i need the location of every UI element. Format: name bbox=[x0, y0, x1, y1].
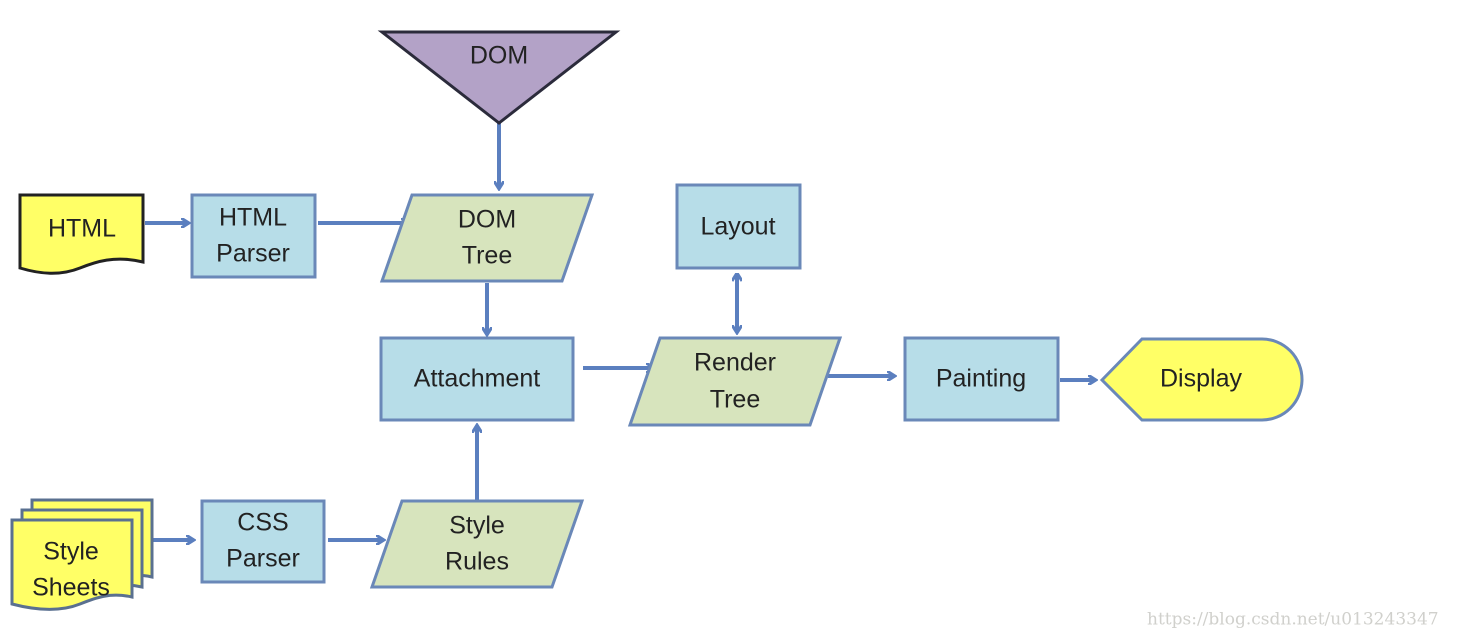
html-parser-label-2: Parser bbox=[216, 240, 290, 268]
html-parser-label-1: HTML bbox=[219, 204, 287, 232]
attachment-label: Attachment bbox=[414, 365, 541, 393]
css-parser-label-1: CSS bbox=[237, 509, 288, 537]
node-render-tree: Render Tree bbox=[627, 336, 843, 427]
node-dom: DOM bbox=[377, 30, 621, 125]
node-attachment: Attachment bbox=[379, 336, 575, 422]
arrows bbox=[145, 123, 1095, 540]
style-sheets-label-1: Style bbox=[43, 538, 99, 566]
watermark: https://blog.csdn.net/u013243347 bbox=[1147, 610, 1439, 630]
layout-label: Layout bbox=[700, 213, 775, 241]
node-painting: Painting bbox=[903, 336, 1060, 422]
node-style-sheets: Style Sheets bbox=[10, 498, 154, 611]
node-html-parser: HTML Parser bbox=[190, 193, 317, 279]
style-rules-label-2: Rules bbox=[445, 548, 509, 576]
node-css-parser: CSS Parser bbox=[200, 499, 326, 584]
render-tree-label-1: Render bbox=[694, 349, 776, 377]
node-dom-tree: DOM Tree bbox=[379, 193, 595, 283]
painting-label: Painting bbox=[936, 365, 1026, 393]
html-label: HTML bbox=[48, 215, 116, 243]
css-parser-label-2: Parser bbox=[226, 545, 300, 573]
display-label: Display bbox=[1160, 365, 1242, 393]
dom-label: DOM bbox=[470, 42, 528, 70]
node-layout: Layout bbox=[675, 183, 802, 270]
dom-tree-label-2: Tree bbox=[462, 242, 512, 270]
style-sheets-label-2: Sheets bbox=[32, 574, 110, 602]
node-style-rules: Style Rules bbox=[369, 499, 585, 589]
node-display: Display bbox=[1099, 337, 1304, 422]
dom-tree-label-1: DOM bbox=[458, 206, 516, 234]
render-tree-label-2: Tree bbox=[710, 386, 760, 414]
node-html: HTML bbox=[18, 193, 145, 275]
style-rules-label-1: Style bbox=[449, 512, 505, 540]
